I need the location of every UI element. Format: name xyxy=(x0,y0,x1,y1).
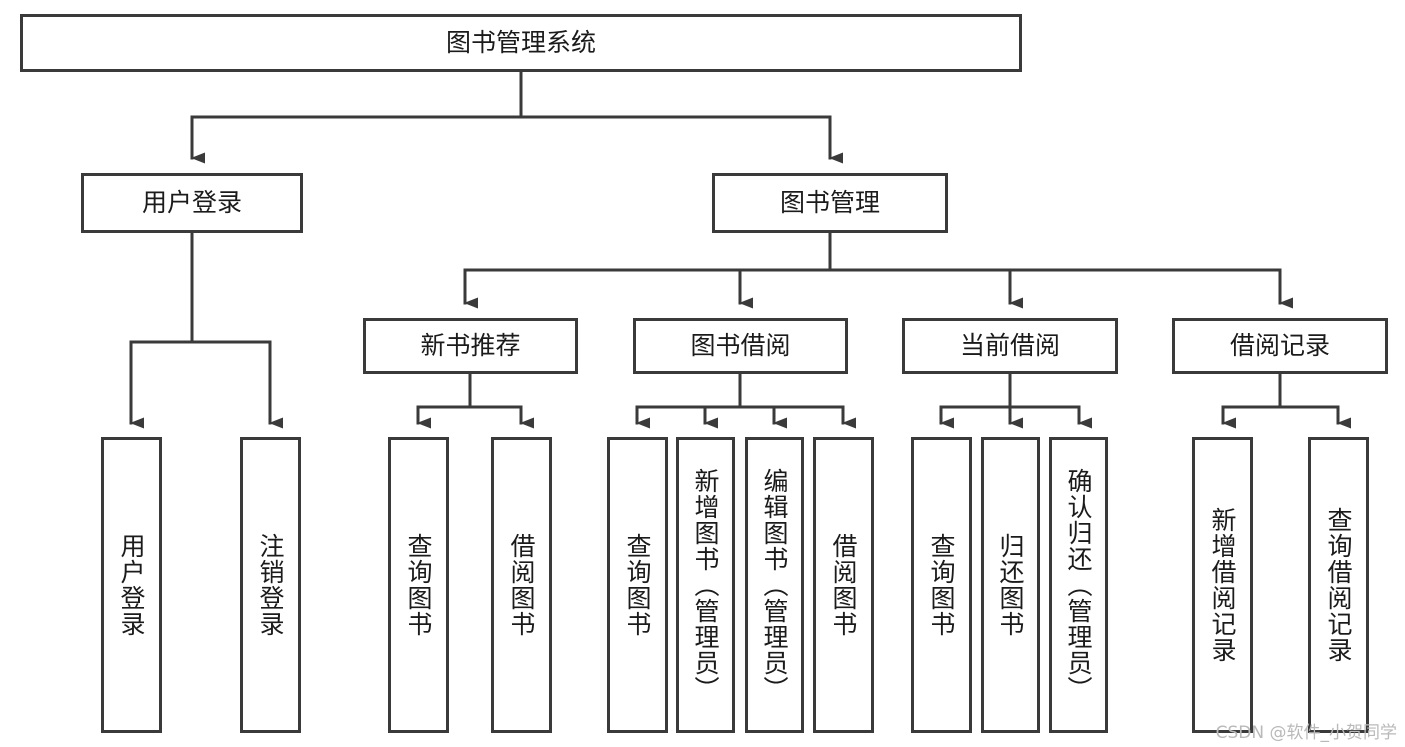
leaf-add-book-admin-label: 新增图书（管理员） xyxy=(691,468,720,702)
node-root-label: 图书管理系统 xyxy=(445,27,596,57)
leaf-add-borrow-record-label: 新增借阅记录 xyxy=(1208,507,1237,663)
leaf-query-borrow-record-label: 查询借阅记录 xyxy=(1324,507,1353,663)
leaf-borrow-book[interactable]: 借阅图书 xyxy=(813,437,874,733)
leaf-return-book[interactable]: 归还图书 xyxy=(981,437,1040,733)
node-book-management-label: 图书管理 xyxy=(779,187,880,217)
node-current-borrow[interactable]: 当前借阅 xyxy=(902,318,1118,374)
leaf-logout[interactable]: 注销登录 xyxy=(240,437,301,733)
leaf-logout-label: 注销登录 xyxy=(256,533,285,637)
node-book-borrow[interactable]: 图书借阅 xyxy=(633,318,848,374)
leaf-user-login-label: 用户登录 xyxy=(117,533,146,637)
node-root[interactable]: 图书管理系统 xyxy=(20,14,1022,72)
leaf-edit-book-admin[interactable]: 编辑图书（管理员） xyxy=(745,437,804,733)
leaf-query-book-current[interactable]: 查询图书 xyxy=(911,437,972,733)
leaf-query-book-recommend-label: 查询图书 xyxy=(404,533,433,637)
leaf-borrow-book-recommend-label: 借阅图书 xyxy=(507,533,536,637)
node-current-borrow-label: 当前借阅 xyxy=(959,330,1060,360)
leaf-borrow-book-recommend[interactable]: 借阅图书 xyxy=(491,437,552,733)
leaf-add-book-admin[interactable]: 新增图书（管理员） xyxy=(676,437,735,733)
node-new-book-recommend-label: 新书推荐 xyxy=(420,330,521,360)
leaf-borrow-book-label: 借阅图书 xyxy=(829,533,858,637)
node-book-borrow-label: 图书借阅 xyxy=(690,330,791,360)
leaf-query-book-recommend[interactable]: 查询图书 xyxy=(388,437,449,733)
node-user-login[interactable]: 用户登录 xyxy=(81,173,303,233)
leaf-query-borrow-record[interactable]: 查询借阅记录 xyxy=(1308,437,1369,733)
leaf-add-borrow-record[interactable]: 新增借阅记录 xyxy=(1192,437,1253,733)
leaf-confirm-return-admin[interactable]: 确认归还（管理员） xyxy=(1049,437,1108,733)
node-new-book-recommend[interactable]: 新书推荐 xyxy=(363,318,578,374)
leaf-query-book-borrow[interactable]: 查询图书 xyxy=(607,437,668,733)
node-user-login-label: 用户登录 xyxy=(141,187,242,217)
leaf-query-book-borrow-label: 查询图书 xyxy=(623,533,652,637)
leaf-edit-book-admin-label: 编辑图书（管理员） xyxy=(760,468,789,702)
leaf-query-book-current-label: 查询图书 xyxy=(927,533,956,637)
leaf-return-book-label: 归还图书 xyxy=(996,533,1025,637)
node-borrow-record-label: 借阅记录 xyxy=(1229,330,1330,360)
leaf-confirm-return-admin-label: 确认归还（管理员） xyxy=(1064,468,1093,702)
leaf-user-login[interactable]: 用户登录 xyxy=(101,437,162,733)
csdn-watermark: CSDN @软件_小贺同学 xyxy=(1215,723,1397,743)
node-book-management[interactable]: 图书管理 xyxy=(712,173,948,233)
node-borrow-record[interactable]: 借阅记录 xyxy=(1172,318,1388,374)
